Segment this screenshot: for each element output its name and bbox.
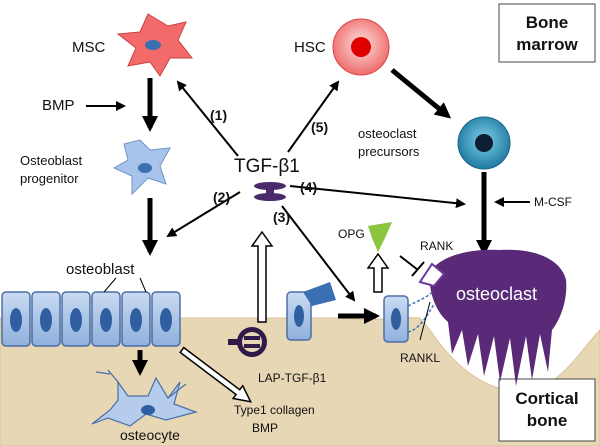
osteocyte-cell bbox=[91, 369, 198, 427]
opg-inhibit-bar bbox=[411, 261, 425, 277]
pathway-2-label: (2) bbox=[213, 189, 230, 205]
lap-to-tgf-arrow bbox=[250, 230, 274, 323]
tgf-to-hsc-arrow bbox=[287, 80, 340, 153]
osteoblast-row bbox=[1, 291, 181, 347]
precursor-label-2: precursors bbox=[358, 144, 420, 159]
osteoblast-progenitor-cell bbox=[112, 139, 171, 196]
progenitor-label-1: Osteoblast bbox=[20, 153, 83, 168]
bone-marrow-box bbox=[498, 3, 596, 63]
opg-icon bbox=[368, 222, 392, 252]
rank-receptor-icon bbox=[418, 262, 446, 288]
cortical-bone-label: Cortical bbox=[515, 389, 578, 408]
lap-tgf-b1-label: LAP-TGF-β1 bbox=[258, 371, 327, 385]
progenitor-label-2: progenitor bbox=[20, 171, 79, 186]
pathway-5-label: (5) bbox=[311, 119, 328, 135]
m-csf-label: M-CSF bbox=[534, 195, 572, 209]
osteoblast-label: osteoblast bbox=[66, 261, 135, 278]
tgf-to-msc-arrow bbox=[176, 80, 239, 157]
bone-marrow-label: Bone bbox=[526, 13, 569, 32]
rankl-label: RANKL bbox=[400, 351, 440, 365]
precursor-label-1: osteoclast bbox=[358, 126, 417, 141]
type1-collagen-label: Type1 collagen bbox=[234, 403, 315, 417]
cortical-bone-label-2: bone bbox=[527, 411, 568, 430]
opg-inhibit-line bbox=[399, 255, 419, 271]
pathway-1-label: (1) bbox=[210, 107, 227, 123]
tgf-to-osteoblast-arrow bbox=[166, 191, 241, 238]
matrix-bmp-label: BMP bbox=[252, 421, 278, 435]
lining-osteoblast-cell bbox=[286, 282, 336, 341]
tgf-to-precursor-arrow bbox=[289, 185, 466, 209]
msc-label: MSC bbox=[72, 39, 106, 56]
osteocyte-label: osteocyte bbox=[120, 427, 180, 443]
coupling-osteoblast-cell bbox=[383, 289, 435, 343]
pathway-3-label: (3) bbox=[273, 209, 290, 225]
osteoclast-precursor-cell bbox=[457, 116, 511, 170]
bmp-label: BMP bbox=[42, 97, 75, 114]
tgf-b1-molecule-icon bbox=[254, 182, 286, 201]
opg-label: OPG bbox=[338, 227, 365, 241]
osteoblast-to-opg-arrow bbox=[366, 252, 390, 293]
lap-tgf-b1-icon bbox=[228, 327, 267, 357]
osteoclast-cell bbox=[429, 249, 567, 386]
osteoblast-pointer-2 bbox=[139, 277, 147, 293]
msc-cell bbox=[116, 13, 194, 77]
rank-label: RANK bbox=[420, 239, 453, 253]
hsc-to-precursor-arrow bbox=[390, 68, 452, 119]
hsc-label: HSC bbox=[294, 39, 326, 56]
rankl-pointer bbox=[419, 301, 431, 341]
pathway-4-label: (4) bbox=[300, 179, 317, 195]
tgf-b1-label: TGF-β1 bbox=[234, 156, 300, 177]
osteoclast-label: osteoclast bbox=[456, 284, 537, 304]
cortical-bone-box bbox=[498, 378, 596, 442]
bone-marrow-label-2: marrow bbox=[516, 35, 578, 54]
tgf-to-coupling-arrow bbox=[281, 205, 356, 302]
osteoblast-pointer-1 bbox=[103, 277, 117, 293]
osteoblast-to-matrix-arrow bbox=[179, 346, 253, 403]
hsc-cell bbox=[332, 18, 390, 76]
